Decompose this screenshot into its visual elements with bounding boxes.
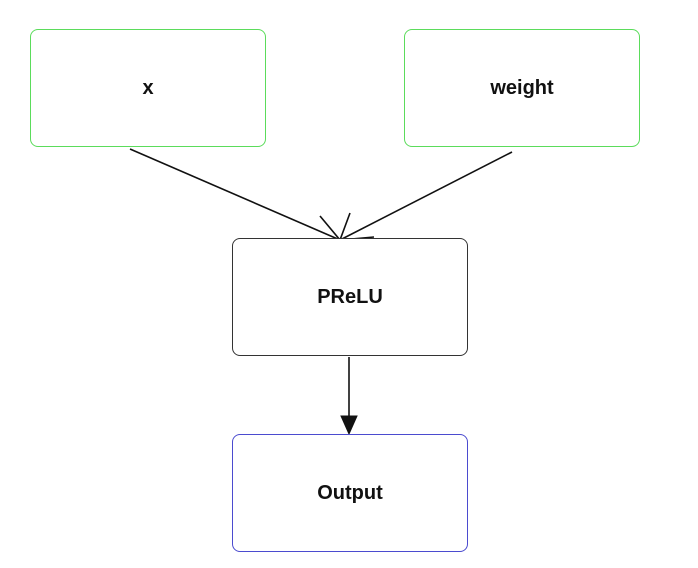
arrowhead-weight-prelu — [338, 212, 375, 241]
node-output: Output — [232, 434, 468, 552]
node-weight-label: weight — [490, 76, 554, 99]
arrowhead-x-prelu — [306, 215, 342, 241]
node-x: x — [30, 29, 266, 147]
node-output-label: Output — [317, 481, 383, 504]
edge-x-to-prelu — [129, 148, 342, 241]
node-prelu-label: PReLU — [317, 285, 383, 308]
edge-prelu-to-output — [340, 357, 358, 436]
node-prelu: PReLU — [232, 238, 468, 356]
edge-weight-to-prelu — [338, 151, 513, 241]
node-weight: weight — [404, 29, 640, 147]
node-x-label: x — [142, 76, 154, 99]
arrowhead-prelu-output — [340, 415, 358, 436]
